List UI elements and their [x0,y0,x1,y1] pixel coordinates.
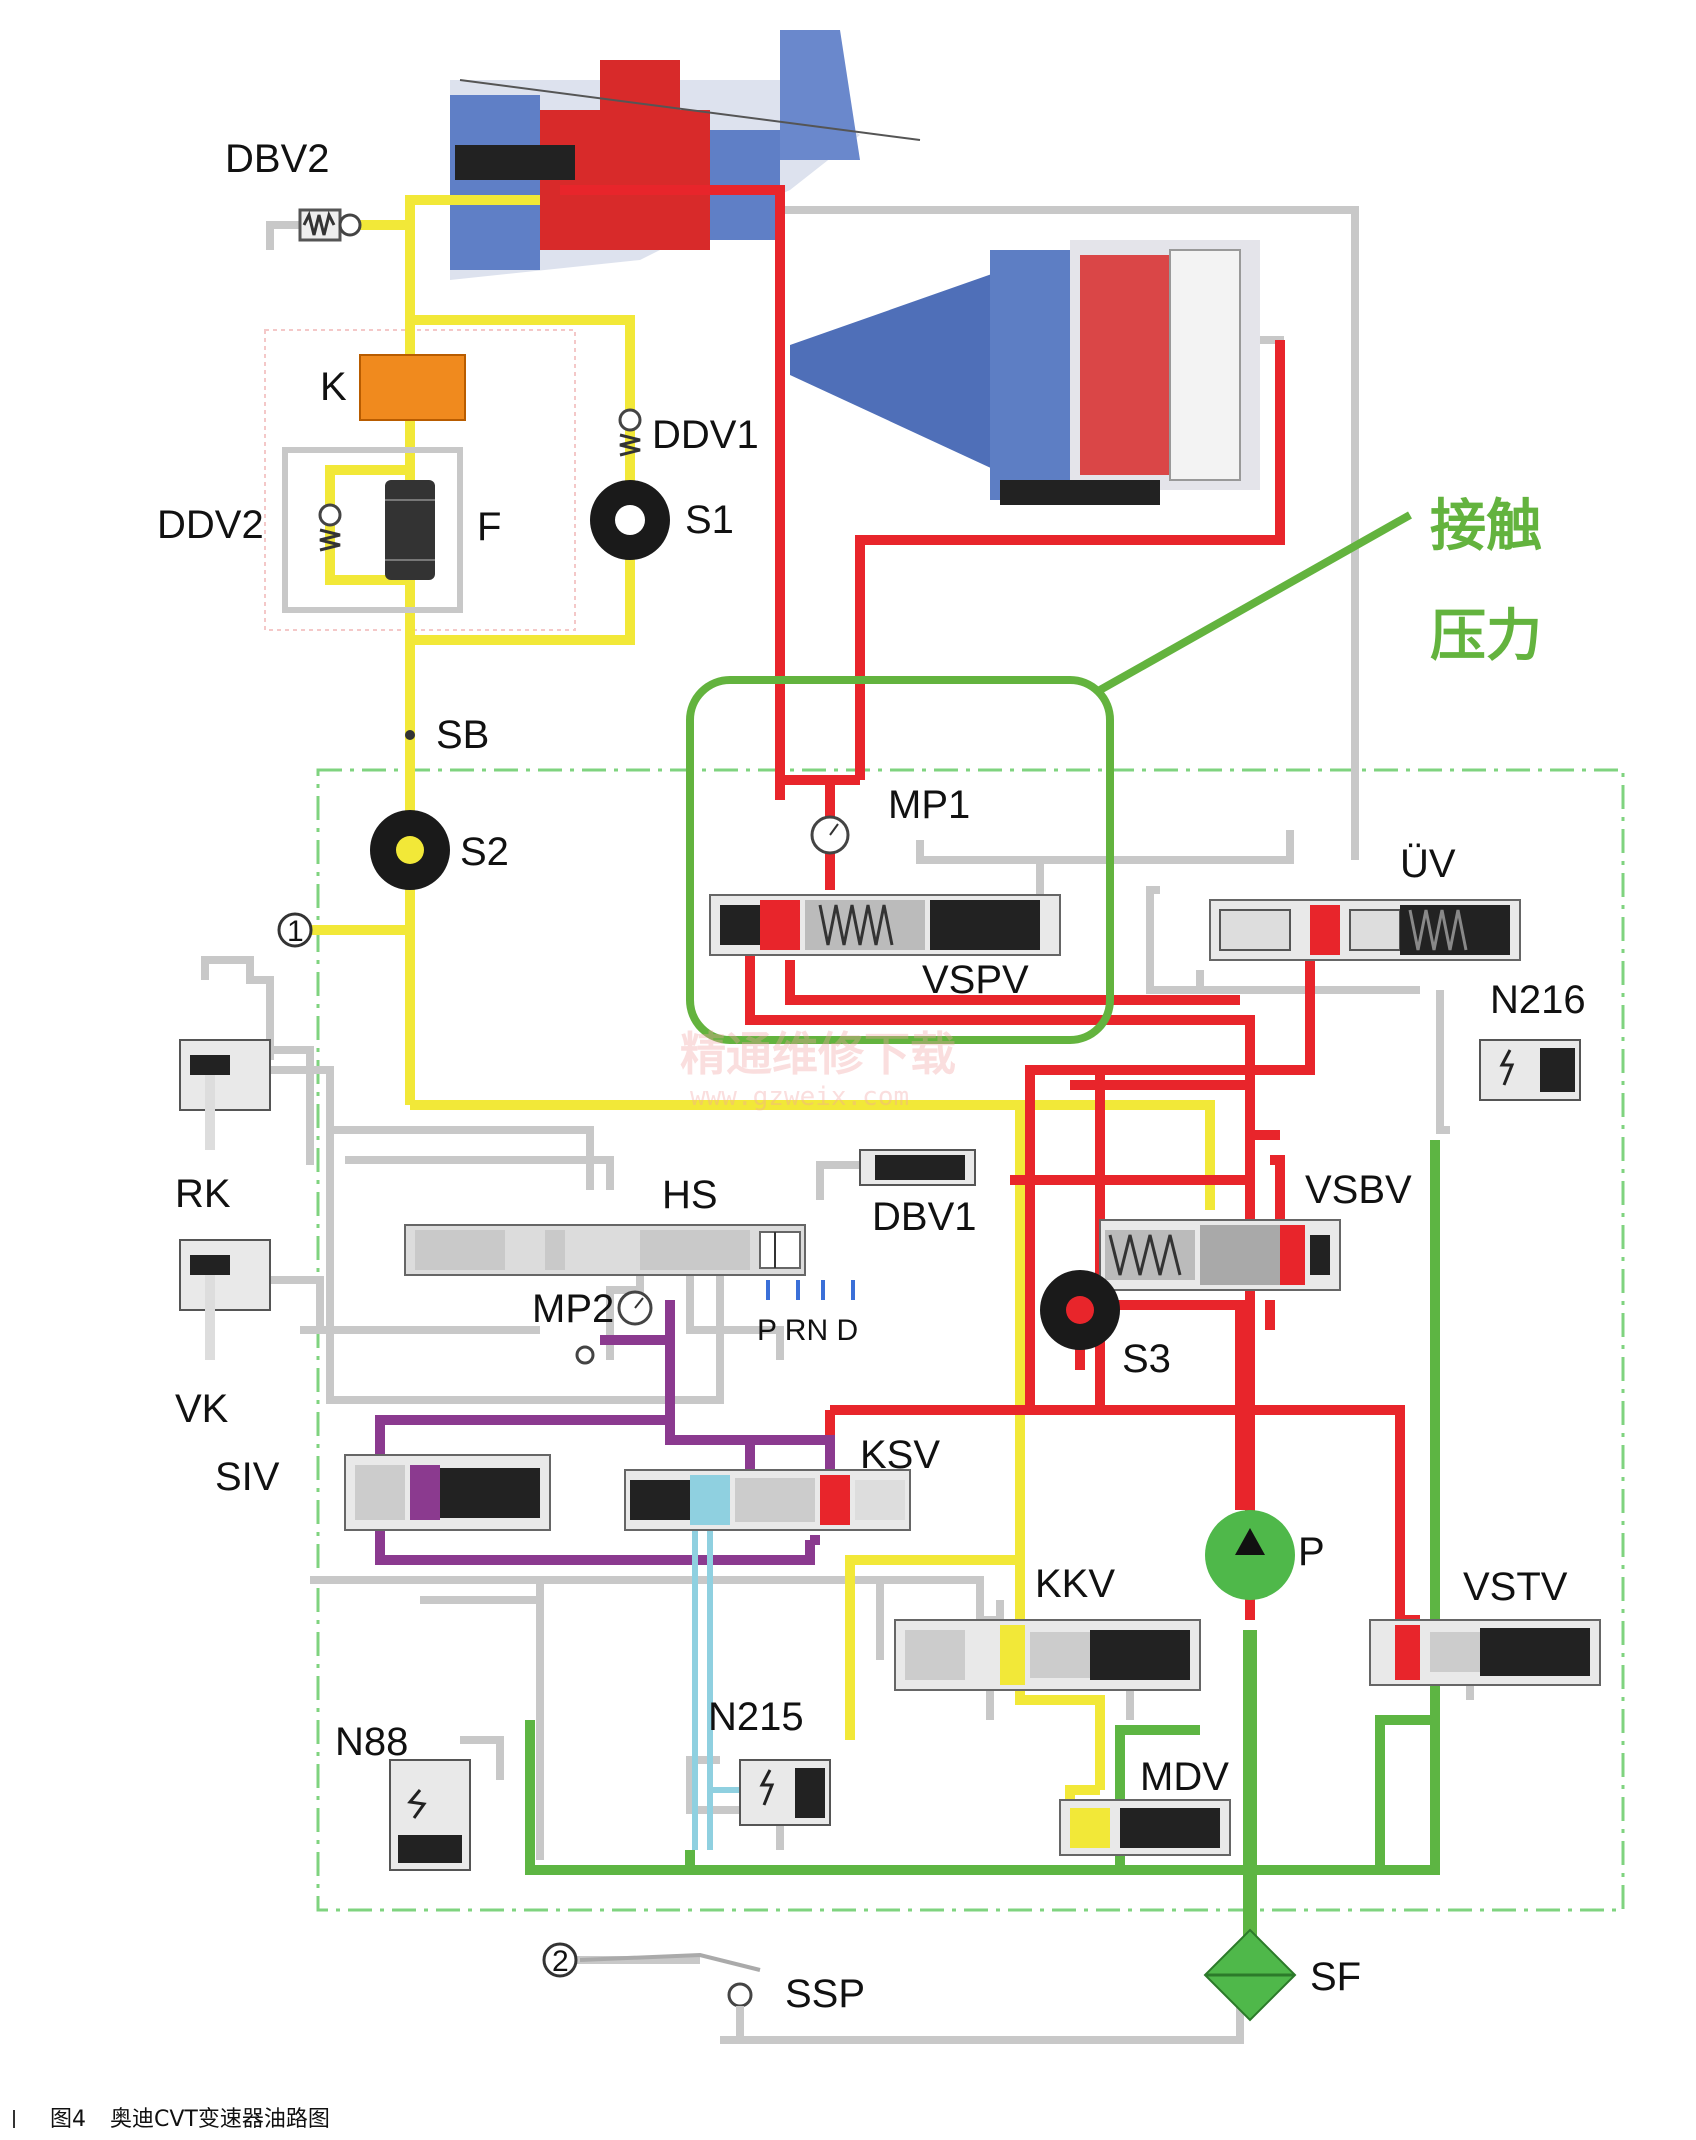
label-uv: ÜV [1400,842,1456,886]
mp1-gauge [810,800,850,855]
filter-section-frame [264,329,576,631]
label-p: P [1298,1530,1325,1574]
cyan-lines [692,1480,740,1850]
label-hs: HS [662,1173,718,1217]
connection-2 [542,1942,761,1978]
secondary-pulley-assembly [790,240,1260,505]
dbv1-valve [816,1149,976,1200]
label-sb: SB [436,713,489,757]
s3-strainer [1040,1270,1120,1350]
label-ksv: KSV [860,1433,940,1477]
label-vsbv: VSBV [1305,1168,1412,1212]
figure-caption: 图4 奥迪CVT变速器油路图 [13,2107,330,2132]
f-filter-assembly [282,447,463,613]
caption-text: 奥迪CVT变速器油路图 [110,2107,330,2132]
label-f: F [477,505,501,549]
prnd-detents [766,1280,855,1300]
contact-pressure-callout: 接触 压力 [1430,494,1542,669]
n215-solenoid [739,1759,831,1826]
label-prnd: P RN D [757,1314,858,1347]
pump [1205,1510,1295,1600]
label-kkv: KKV [1035,1562,1115,1606]
label-k: K [320,365,347,409]
watermark-url: www.gzweix.com [690,1082,909,1112]
watermark: 精通维修下载 www.gzweix.com [680,1027,956,1112]
label-dbv1: DBV1 [872,1195,977,1239]
label-mdv: MDV [1140,1755,1229,1799]
hs-manual-valve [404,1224,806,1276]
label-mp2: MP2 [532,1287,614,1331]
valve-body-frame [316,768,1625,1912]
mdv-valve [1059,1799,1231,1856]
rk-brake [179,956,274,1150]
caption-figure-number: 图4 [50,2107,86,2132]
vsbv-valve [1099,1219,1341,1291]
sb-orifice [405,730,415,740]
mp2-gauge [575,1290,653,1365]
label-s1: S1 [685,498,734,542]
connection-1-circle [277,912,313,948]
label-siv: SIV [215,1455,280,1499]
label-n215: N215 [708,1695,804,1739]
contact-pressure-highlight [686,511,1412,1044]
label-mp1: MP1 [888,783,970,827]
ksv-valve [624,1469,911,1531]
ssp-suction-jet [727,1982,753,2040]
label-sf: SF [1310,1955,1361,1999]
s2-strainer [370,810,450,890]
primary-pulley-assembly [450,30,921,280]
label-s3: S3 [1122,1337,1171,1381]
label-circle-2: 2 [552,1945,569,1978]
component-labels: DBV2 K DDV1 DDV2 F S1 SB S2 1 MP1 VSPV Ü… [157,137,1586,2016]
label-dbv2: DBV2 [225,137,330,181]
s1-strainer [590,480,670,560]
n88-solenoid [389,1759,471,1871]
callout-line-1: 接触 [1430,494,1542,559]
label-ddv2: DDV2 [157,503,264,547]
dbv2-valve [266,208,362,250]
label-circle-1: 1 [287,915,304,948]
vstv-valve [1369,1619,1601,1686]
n216-solenoid [1479,1039,1581,1101]
label-vspv: VSPV [922,958,1029,1002]
label-rk: RK [175,1172,231,1216]
sf-suction-filter [1203,1928,1297,2022]
label-n216: N216 [1490,978,1586,1022]
k-cooler [359,354,466,421]
vspv-valve [709,894,1061,956]
siv-valve [344,1454,551,1531]
label-vk: VK [175,1387,229,1431]
callout-line-2: 压力 [1430,604,1542,669]
label-vstv: VSTV [1463,1565,1568,1609]
kkv-valve [894,1619,1201,1691]
label-s2: S2 [460,830,509,874]
watermark-title: 精通维修下载 [680,1027,956,1081]
label-ddv1: DDV1 [652,413,759,457]
uv-valve [1209,899,1521,961]
label-ssp: SSP [785,1972,865,2016]
vk-clutch [179,1239,271,1360]
label-n88: N88 [335,1720,408,1764]
ddv1-valve [618,408,642,457]
